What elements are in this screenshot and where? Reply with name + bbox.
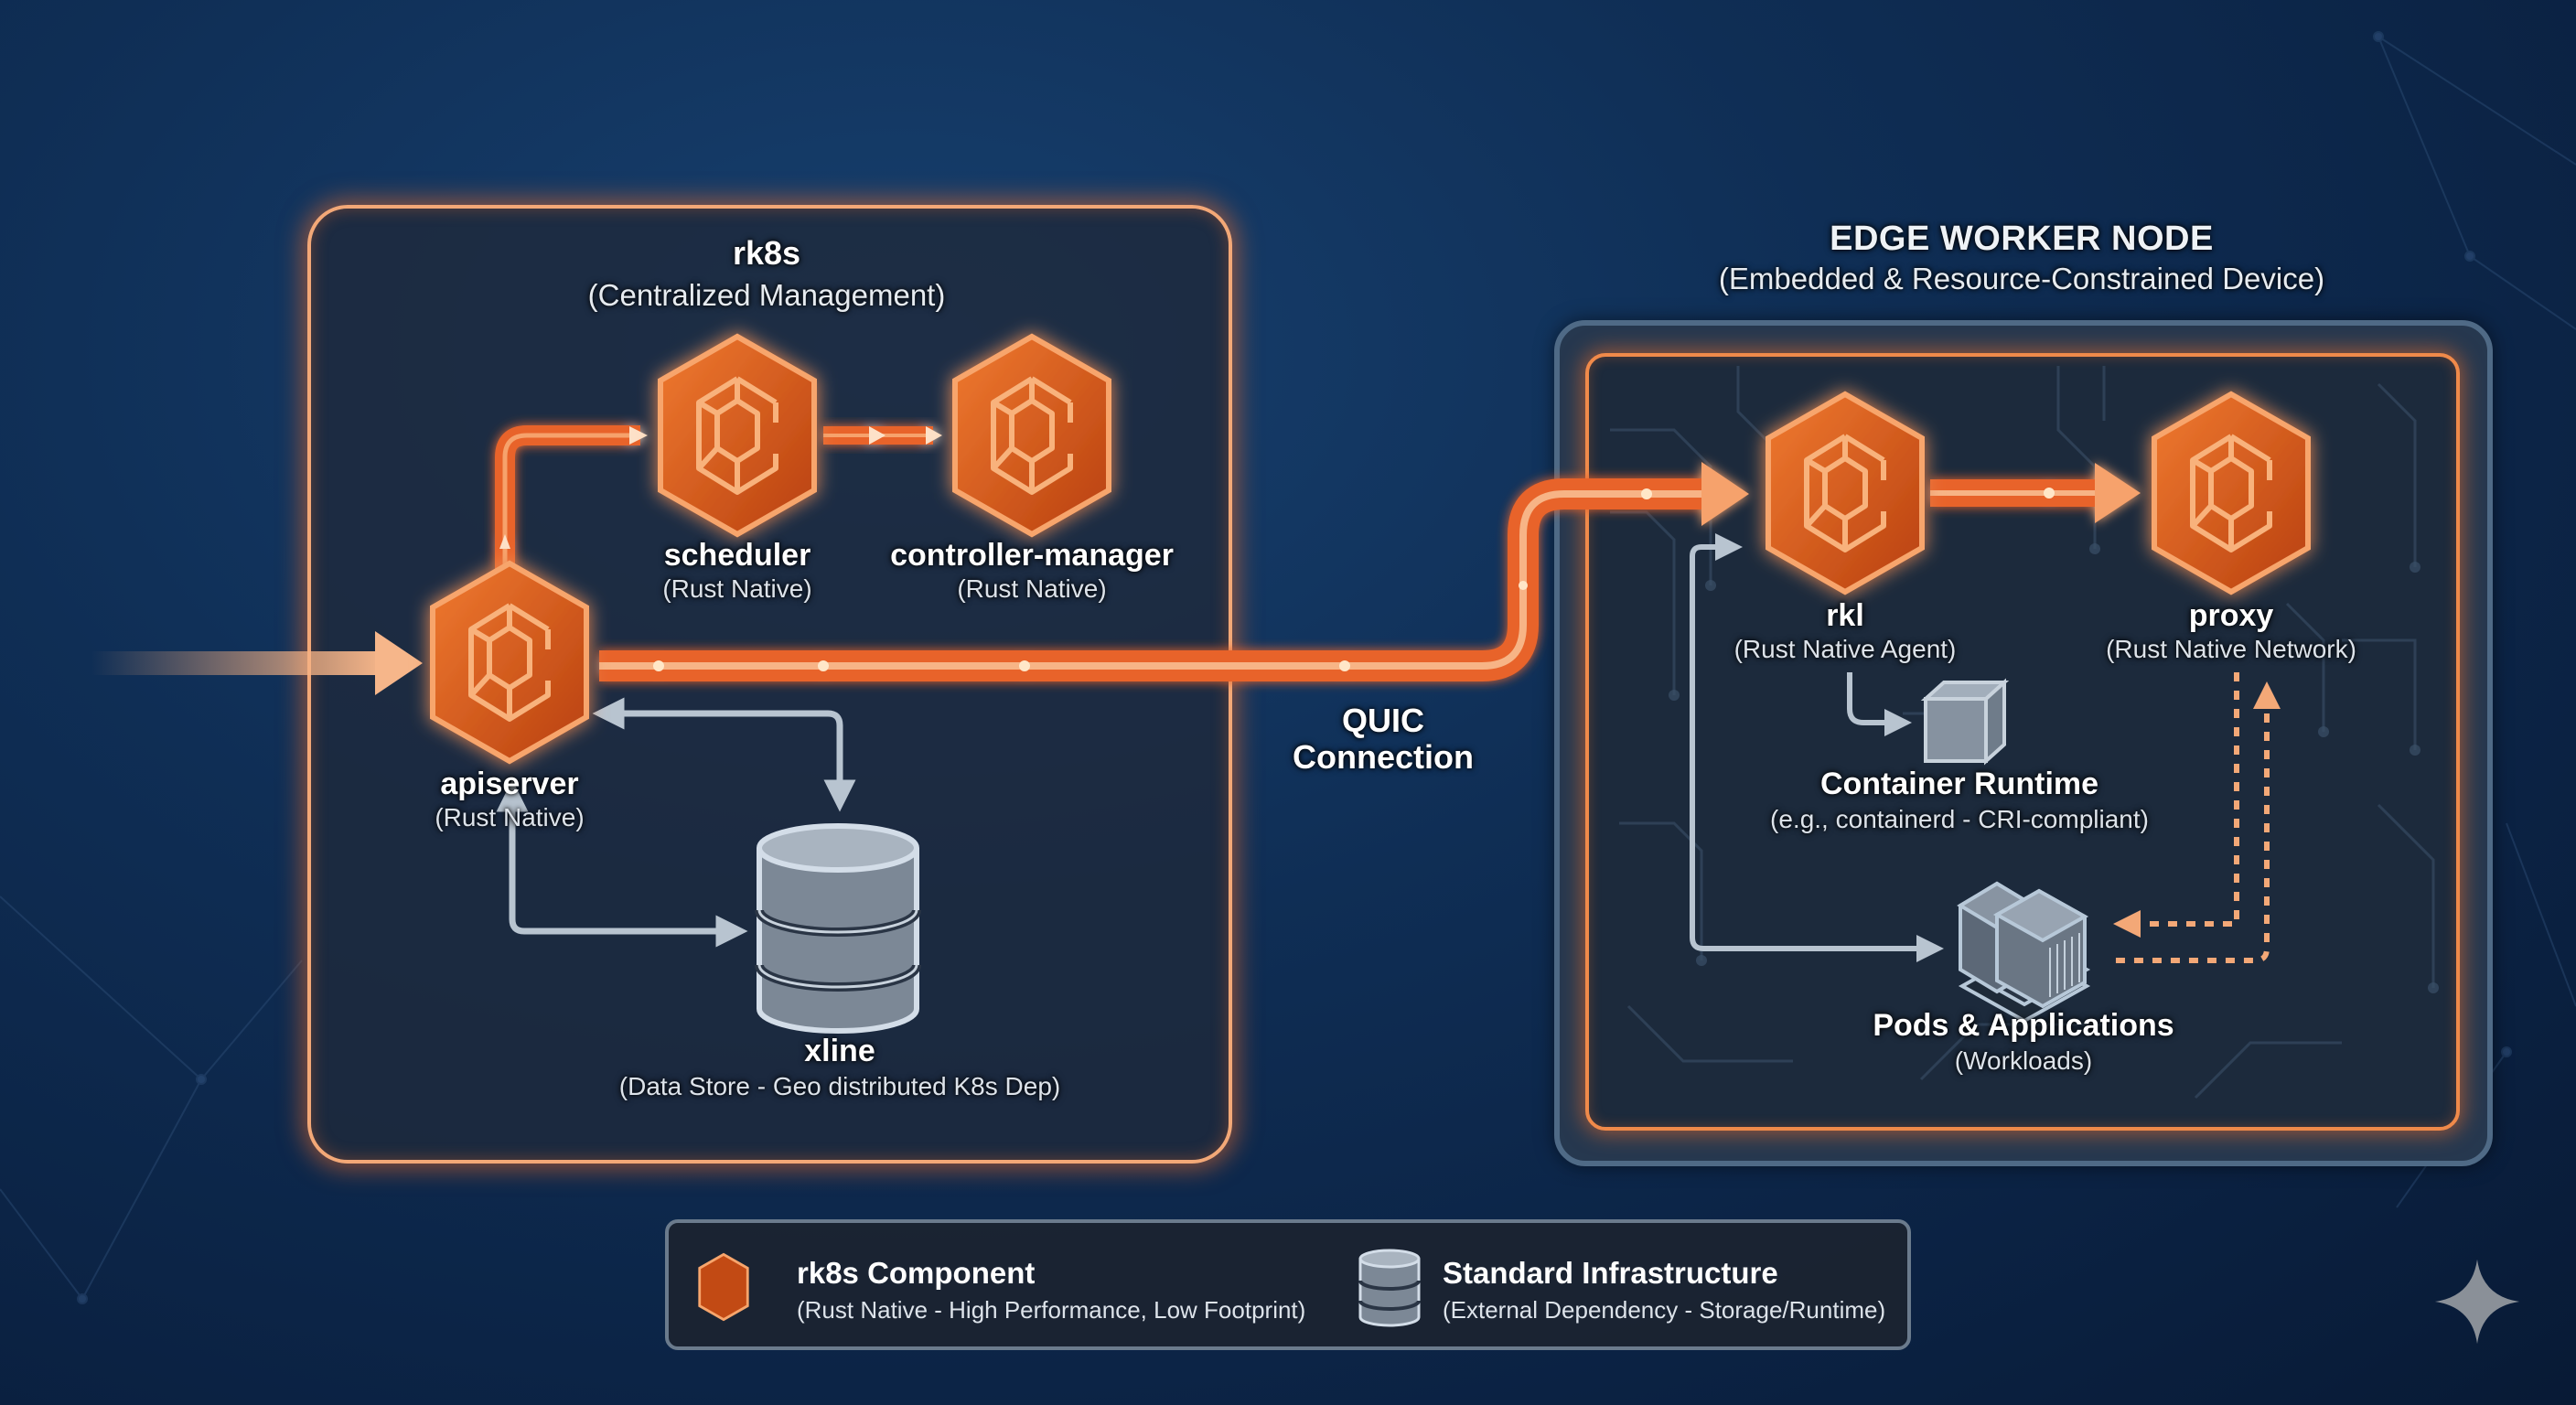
pods-applications-desc: (Workloads) — [1954, 1046, 2093, 1075]
xline-name: xline — [804, 1034, 875, 1068]
legend: rk8s Component (Rust Native - High Perfo… — [665, 1219, 1911, 1350]
apiserver-to-scheduler-arrow — [495, 425, 648, 569]
container-runtime-name: Container Runtime — [1819, 767, 2099, 801]
apiserver-name: apiserver — [440, 767, 579, 801]
scheduler-desc: (Rust Native) — [662, 574, 812, 603]
xline-database-icon[interactable] — [755, 823, 921, 1034]
scheduler-to-controller-arrow — [823, 426, 942, 445]
rkl-name: rkl — [1826, 598, 1864, 633]
pods-applications-name: Pods & Applications — [1873, 1008, 2174, 1043]
rkl-to-proxy-arrow — [1930, 463, 2141, 523]
scheduler-icon[interactable] — [660, 337, 814, 534]
proxy-desc: (Rust Native Network) — [2106, 635, 2356, 663]
controller-manager-desc: (Rust Native) — [957, 574, 1107, 603]
edge-node-subtitle: (Embedded & Resource-Constrained Device) — [1718, 262, 2325, 295]
rkl-desc: (Rust Native Agent) — [1733, 635, 1957, 663]
container-runtime-icon[interactable] — [1920, 678, 2010, 766]
rkl-icon[interactable] — [1768, 394, 1922, 592]
legend-standard-infra-name: Standard Infrastructure — [1443, 1256, 1778, 1290]
proxy-name: proxy — [2188, 598, 2274, 633]
control-plane-title: rk8s — [732, 234, 801, 272]
scheduler-name: scheduler — [663, 538, 811, 573]
proxy-icon[interactable] — [2154, 394, 2308, 592]
quic-label-line2: Connection — [1293, 738, 1474, 776]
sparkle-icon — [2434, 1259, 2520, 1345]
legend-rk8s-component-name: rk8s Component — [797, 1256, 1036, 1290]
container-runtime-desc: (e.g., containerd - CRI-compliant) — [1770, 805, 2149, 833]
quic-connection-pipe — [599, 462, 1749, 681]
control-plane-subtitle: (Centralized Management) — [587, 278, 946, 312]
apiserver-xline-sync-arrow — [592, 697, 856, 812]
controller-manager-name: controller-manager — [890, 538, 1174, 573]
legend-rk8s-component-desc: (Rust Native - High Performance, Low Foo… — [797, 1296, 1306, 1324]
xline-desc: (Data Store - Geo distributed K8s Dep) — [618, 1072, 1061, 1100]
legend-standard-infra-desc: (External Dependency - Storage/Runtime) — [1443, 1296, 1886, 1324]
rkl-to-pods-arrow — [1690, 533, 1944, 962]
quic-label-line1: QUIC — [1342, 702, 1424, 739]
apiserver-desc: (Rust Native) — [435, 803, 585, 831]
apiserver-icon[interactable] — [433, 563, 586, 761]
xline-apiserver-arrow — [496, 779, 748, 948]
pods-applications-icon[interactable] — [1957, 881, 2091, 1024]
controller-manager-icon[interactable] — [955, 337, 1109, 534]
edge-node-title: EDGE WORKER NODE — [1830, 220, 2214, 258]
incoming-request-arrow — [91, 631, 423, 695]
legend-database-icon — [1358, 1249, 1421, 1327]
legend-rk8s-hexagon-icon — [698, 1252, 749, 1322]
proxy-pods-dashed-arrow — [2109, 672, 2281, 963]
